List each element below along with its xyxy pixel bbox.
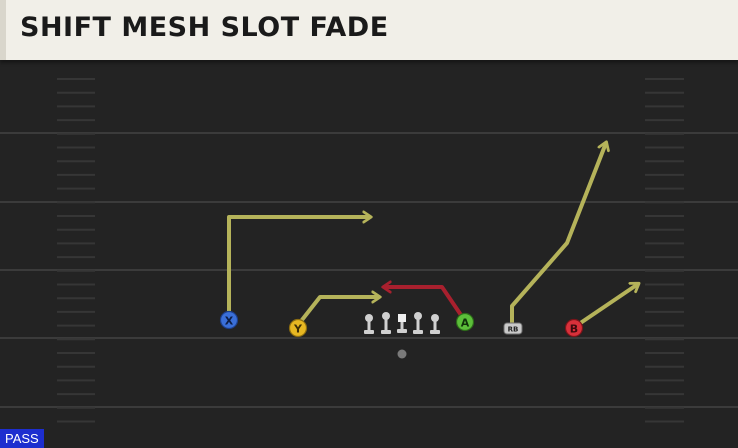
player-y-label: Y: [293, 323, 303, 336]
lineman-icon: [364, 314, 374, 334]
lineman-icon: [413, 312, 423, 334]
routes: [227, 143, 638, 328]
yard-lines: [0, 132, 738, 408]
hash-marks-left: [57, 78, 95, 423]
player-rb-button[interactable]: RB: [503, 322, 523, 335]
player-a-button[interactable]: A: [455, 312, 475, 332]
quarterback-icon: [397, 349, 407, 359]
play-title: SHIFT MESH SLOT FADE: [20, 12, 389, 43]
lineman-icon: [381, 312, 391, 334]
player-x-label: X: [225, 315, 234, 328]
route-a-mesh: [384, 287, 465, 320]
player-x-button[interactable]: X: [219, 310, 239, 330]
player-b-button[interactable]: B: [564, 318, 584, 338]
player-y-button[interactable]: Y: [288, 318, 308, 338]
hash-marks-right: [645, 78, 684, 423]
route-rb-fade: [510, 143, 606, 324]
lineman-icon: [430, 314, 440, 334]
route-x-out: [227, 217, 370, 318]
center-icon: [397, 314, 407, 333]
offensive-line: [364, 312, 440, 334]
player-b-label: B: [570, 323, 578, 336]
route-b-corner: [574, 284, 638, 328]
title-banner: SHIFT MESH SLOT FADE: [0, 0, 738, 60]
route-y-drag: [296, 297, 379, 327]
play-type-badge: PASS: [0, 429, 44, 448]
player-a-label: A: [461, 317, 470, 330]
title-banner-edge: [0, 0, 6, 60]
player-rb-label: RB: [508, 326, 519, 334]
